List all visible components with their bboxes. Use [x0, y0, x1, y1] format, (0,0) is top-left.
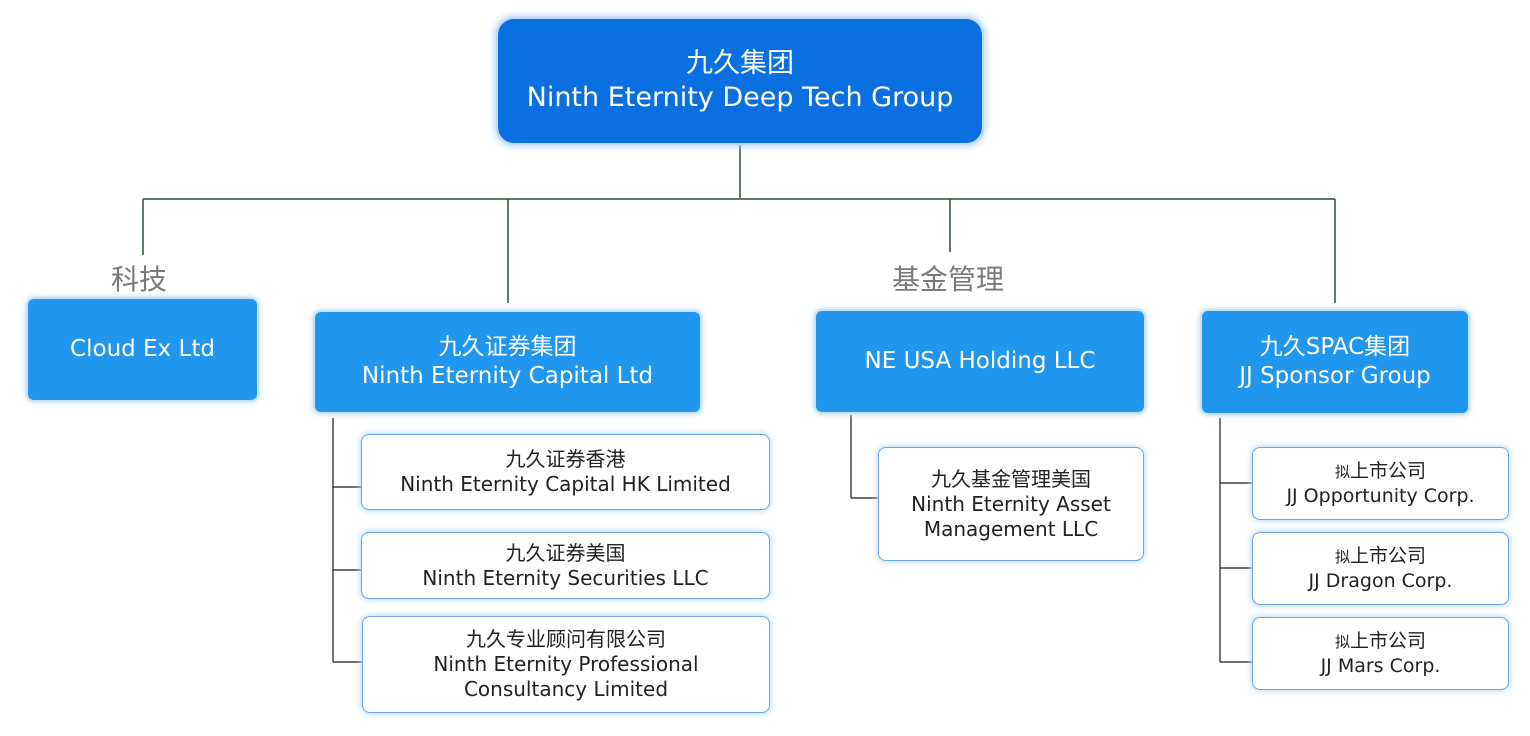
category-fund: 基金管理 [892, 263, 1005, 296]
sub-en: JJ Opportunity Corp. [1286, 484, 1475, 507]
spac-sub-mars: 拟上市公司 JJ Mars Corp. [1252, 617, 1509, 690]
spac-sub-opportunity: 拟上市公司 JJ Opportunity Corp. [1252, 447, 1509, 520]
main-connectors [142, 145, 1336, 303]
sub-en-line2: Consultancy Limited [463, 677, 669, 701]
securities-sub-us: 九久证券美国 Ninth Eternity Securities LLC [361, 532, 770, 599]
sub-cn: 上市公司 [1350, 544, 1427, 567]
spac-sub-dragon: 拟上市公司 JJ Dragon Corp. [1252, 532, 1509, 605]
sub-en-line1: Ninth Eternity Professional [433, 652, 699, 676]
sub-cn-line: 拟上市公司 [1335, 629, 1426, 654]
sub-en-line2: Management LLC [923, 516, 1099, 541]
root-en: Ninth Eternity Deep Tech Group [526, 82, 954, 113]
sub-cn: 九久证券香港 [505, 447, 626, 471]
branch-spac-en: JJ Sponsor Group [1239, 363, 1431, 389]
sub-cn-line: 拟上市公司 [1335, 544, 1426, 569]
branch-securities-en: Ninth Eternity Capital Ltd [361, 363, 654, 389]
sub-en: Ninth Eternity Securities LLC [422, 565, 709, 590]
sub-connectors [332, 415, 1252, 663]
sub-en: JJ Dragon Corp. [1308, 569, 1453, 592]
branch-spac: 九久SPAC集团 JJ Sponsor Group [1202, 311, 1468, 413]
sub-cn: 九久证券美国 [505, 540, 626, 565]
sub-en: JJ Mars Corp. [1320, 654, 1441, 677]
branch-securities-cn: 九久证券集团 [438, 334, 577, 361]
branch-cloud-label: Cloud Ex Ltd [70, 336, 215, 363]
branch-usa: NE USA Holding LLC [816, 311, 1144, 412]
sub-prefix: 拟 [1334, 462, 1350, 481]
branch-spac-cn: 九久SPAC集团 [1259, 334, 1411, 361]
sub-cn-line: 拟上市公司 [1335, 459, 1426, 484]
category-tech: 科技 [111, 263, 168, 296]
sub-cn: 上市公司 [1350, 459, 1427, 482]
sub-en-line1: Ninth Eternity Asset [911, 491, 1111, 516]
sub-cn: 九久基金管理美国 [931, 466, 1091, 491]
root-node: 九久集团 Ninth Eternity Deep Tech Group [498, 19, 982, 143]
sub-cn: 九久专业顾问有限公司 [466, 627, 666, 651]
branch-usa-label: NE USA Holding LLC [864, 348, 1096, 375]
branch-cloud: Cloud Ex Ltd [28, 299, 257, 400]
sub-prefix: 拟 [1334, 632, 1350, 651]
root-cn: 九久集团 [686, 48, 794, 80]
securities-sub-consultancy: 九久专业顾问有限公司 Ninth Eternity Professional C… [362, 616, 770, 713]
sub-cn: 上市公司 [1350, 629, 1427, 652]
branch-securities: 九久证券集团 Ninth Eternity Capital Ltd [315, 312, 700, 412]
sub-en: Ninth Eternity Capital HK Limited [400, 472, 731, 496]
usa-sub-asset: 九久基金管理美国 Ninth Eternity Asset Management… [878, 447, 1144, 561]
sub-prefix: 拟 [1334, 547, 1350, 566]
securities-sub-hk: 九久证券香港 Ninth Eternity Capital HK Limited [361, 434, 770, 510]
